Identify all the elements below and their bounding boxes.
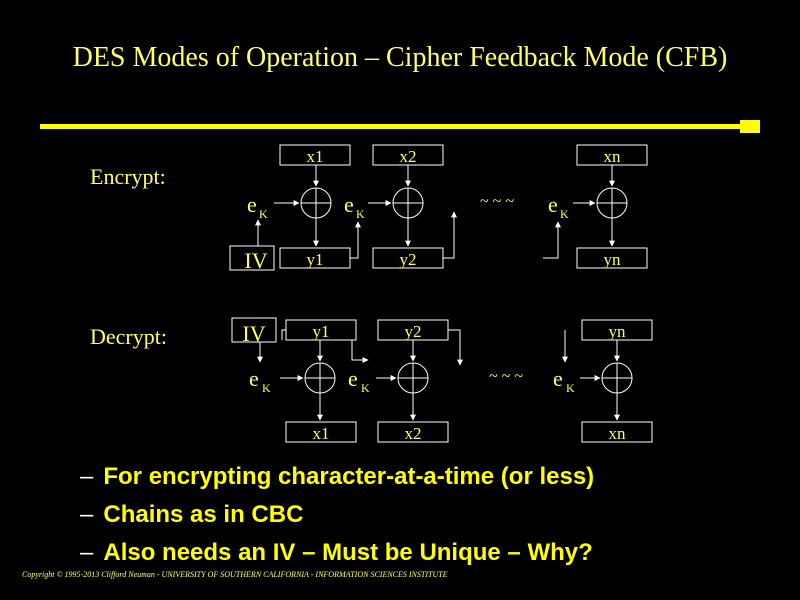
decrypt-cipher-2-sub: K	[361, 381, 370, 395]
bullet-item: –Also needs an IV – Must be Unique – Why…	[80, 534, 594, 572]
encrypt-xor-n	[596, 187, 628, 219]
decrypt-xor-2	[397, 362, 429, 394]
bullet-text: Also needs an IV – Must be Unique – Why?	[103, 539, 593, 566]
bullet-list: –For encrypting character-at-a-time (or …	[80, 458, 594, 572]
encrypt-cipher-n-sub: K	[560, 207, 569, 221]
encrypt-label: Encrypt:	[90, 164, 166, 189]
decrypt-diagram	[231, 317, 653, 443]
bullet-item: –For encrypting character-at-a-time (or …	[80, 458, 594, 496]
encrypt-output-2: y2	[400, 250, 417, 269]
encrypt-xor-2	[392, 187, 424, 219]
decrypt-xor-n	[601, 362, 633, 394]
encrypt-ellipsis: ~ ~ ~	[480, 193, 514, 210]
decrypt-input-n: yn	[609, 322, 627, 341]
decrypt-cipher-2: e	[348, 366, 358, 391]
bullet-dash: –	[80, 463, 94, 490]
decrypt-output-box-n	[581, 421, 653, 443]
decrypt-cipher-n: e	[553, 366, 563, 391]
bullet-item: –Chains as in CBC	[80, 496, 594, 534]
encrypt-input-2: x2	[400, 147, 417, 166]
encrypt-cipher-1: e	[247, 192, 257, 217]
encrypt-cipher-2-sub: K	[356, 207, 365, 221]
encrypt-output-1: y1	[307, 250, 324, 269]
decrypt-output-n: xn	[609, 424, 627, 443]
encrypt-input-n: xn	[604, 147, 622, 166]
decrypt-cipher-n-sub: K	[566, 381, 575, 395]
encrypt-output-n: yn	[604, 250, 622, 269]
title-rule-end	[740, 120, 760, 133]
encrypt-iv-box	[229, 245, 275, 271]
encrypt-output-box-n	[576, 247, 648, 269]
decrypt-input-1: y1	[313, 322, 330, 341]
copyright-footer: Copyright © 1995-2013 Clifford Neuman - …	[22, 570, 448, 579]
title-rule	[40, 124, 740, 129]
bullet-dash: –	[80, 501, 94, 528]
encrypt-xor-1	[300, 187, 332, 219]
bullet-dash: –	[80, 539, 94, 566]
encrypt-input-box-1	[279, 144, 351, 166]
decrypt-cipher-1: e	[249, 366, 259, 391]
decrypt-output-box-2	[377, 421, 449, 443]
decrypt-cipher-1-sub: K	[262, 381, 271, 395]
encrypt-cipher-2: e	[344, 192, 354, 217]
decrypt-output-box-1	[285, 421, 357, 443]
encrypt-diagram	[229, 144, 648, 271]
decrypt-input-2: y2	[405, 322, 422, 341]
decrypt-output-1: x1	[313, 424, 330, 443]
decrypt-label: Decrypt:	[90, 324, 167, 349]
decrypt-ellipsis: ~ ~ ~	[489, 368, 523, 385]
encrypt-cipher-n: e	[548, 192, 558, 217]
decrypt-iv-box	[231, 317, 277, 343]
decrypt-xor-1	[304, 362, 336, 394]
bullet-text: Chains as in CBC	[103, 501, 304, 528]
encrypt-cipher-1-sub: K	[259, 207, 268, 221]
encrypt-input-1: x1	[307, 147, 324, 166]
bullet-text: For encrypting character-at-a-time (or l…	[103, 463, 595, 490]
decrypt-output-2: x2	[405, 424, 422, 443]
slide-title: DES Modes of Operation – Cipher Feedback…	[72, 42, 728, 73]
encrypt-iv: IV	[244, 248, 267, 273]
decrypt-iv: IV	[242, 321, 265, 346]
